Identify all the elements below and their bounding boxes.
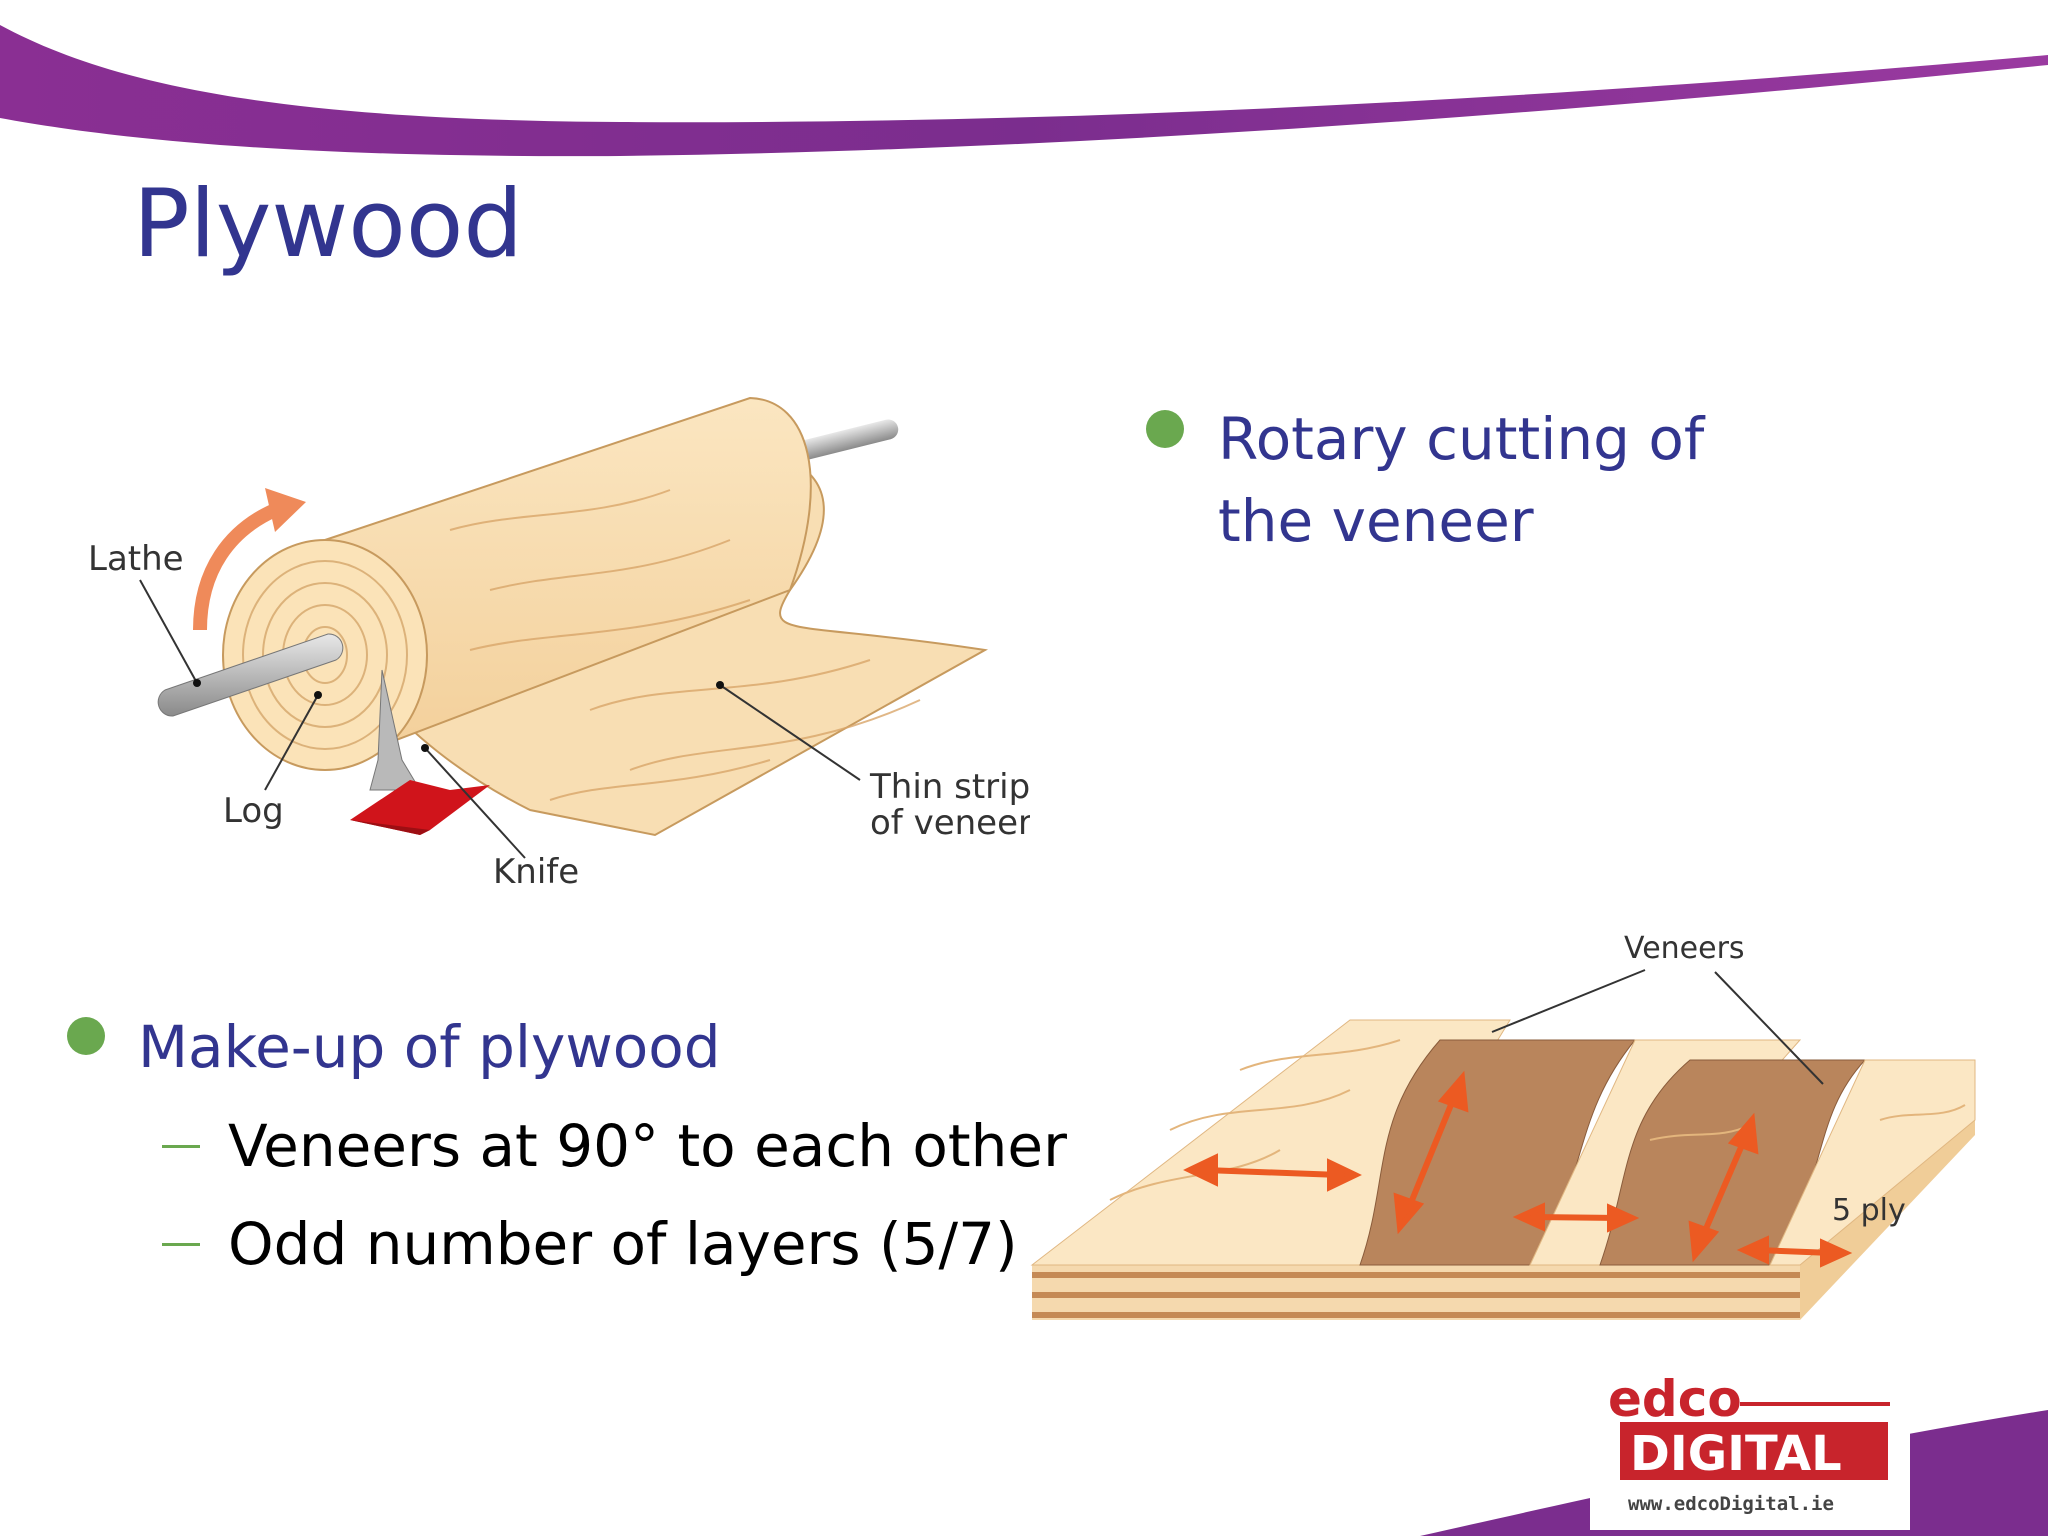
label-5-ply: 5 ply: [1832, 1193, 1906, 1228]
logo-digital-text: DIGITAL: [1630, 1426, 1842, 1482]
logo-edco-text: edco: [1608, 1370, 1742, 1428]
slide-title: Plywood: [133, 170, 523, 279]
edco-digital-logo: edco DIGITAL www.edcoDigital.ie: [1590, 1370, 1910, 1530]
bullet-line: Rotary cutting of: [1218, 405, 1705, 473]
plywood-layers-diagram: Veneers 5 ply: [1030, 931, 1976, 1320]
label-veneer-line2: of veneer: [870, 803, 1030, 843]
rotary-lathe-diagram: Lathe Log Knife Thin strip of veneer: [88, 396, 1030, 892]
bullet-make-up: Make-up of plywood: [138, 1013, 721, 1081]
label-knife: Knife: [493, 852, 579, 892]
bullet-line: the veneer: [1218, 487, 1534, 555]
bullet-dot: [67, 1017, 105, 1055]
sub-bullet-dash: [162, 1145, 200, 1148]
sub-bullet-veneers: Veneers at 90° to each other: [228, 1112, 1067, 1180]
bullet-rotary-cutting: Rotary cutting of the veneer: [1218, 398, 1704, 562]
label-veneer-line1: Thin strip: [869, 767, 1030, 807]
label-veneers: Veneers: [1624, 931, 1745, 966]
label-log: Log: [223, 791, 284, 831]
logo-url-text: www.edcoDigital.ie: [1628, 1493, 1834, 1515]
bullet-dot: [1146, 410, 1184, 448]
sub-bullet-dash: [162, 1243, 200, 1246]
sub-bullet-layers: Odd number of layers (5/7): [228, 1210, 1018, 1278]
label-lathe: Lathe: [88, 539, 184, 579]
top-swoosh-decoration: [0, 25, 2048, 157]
